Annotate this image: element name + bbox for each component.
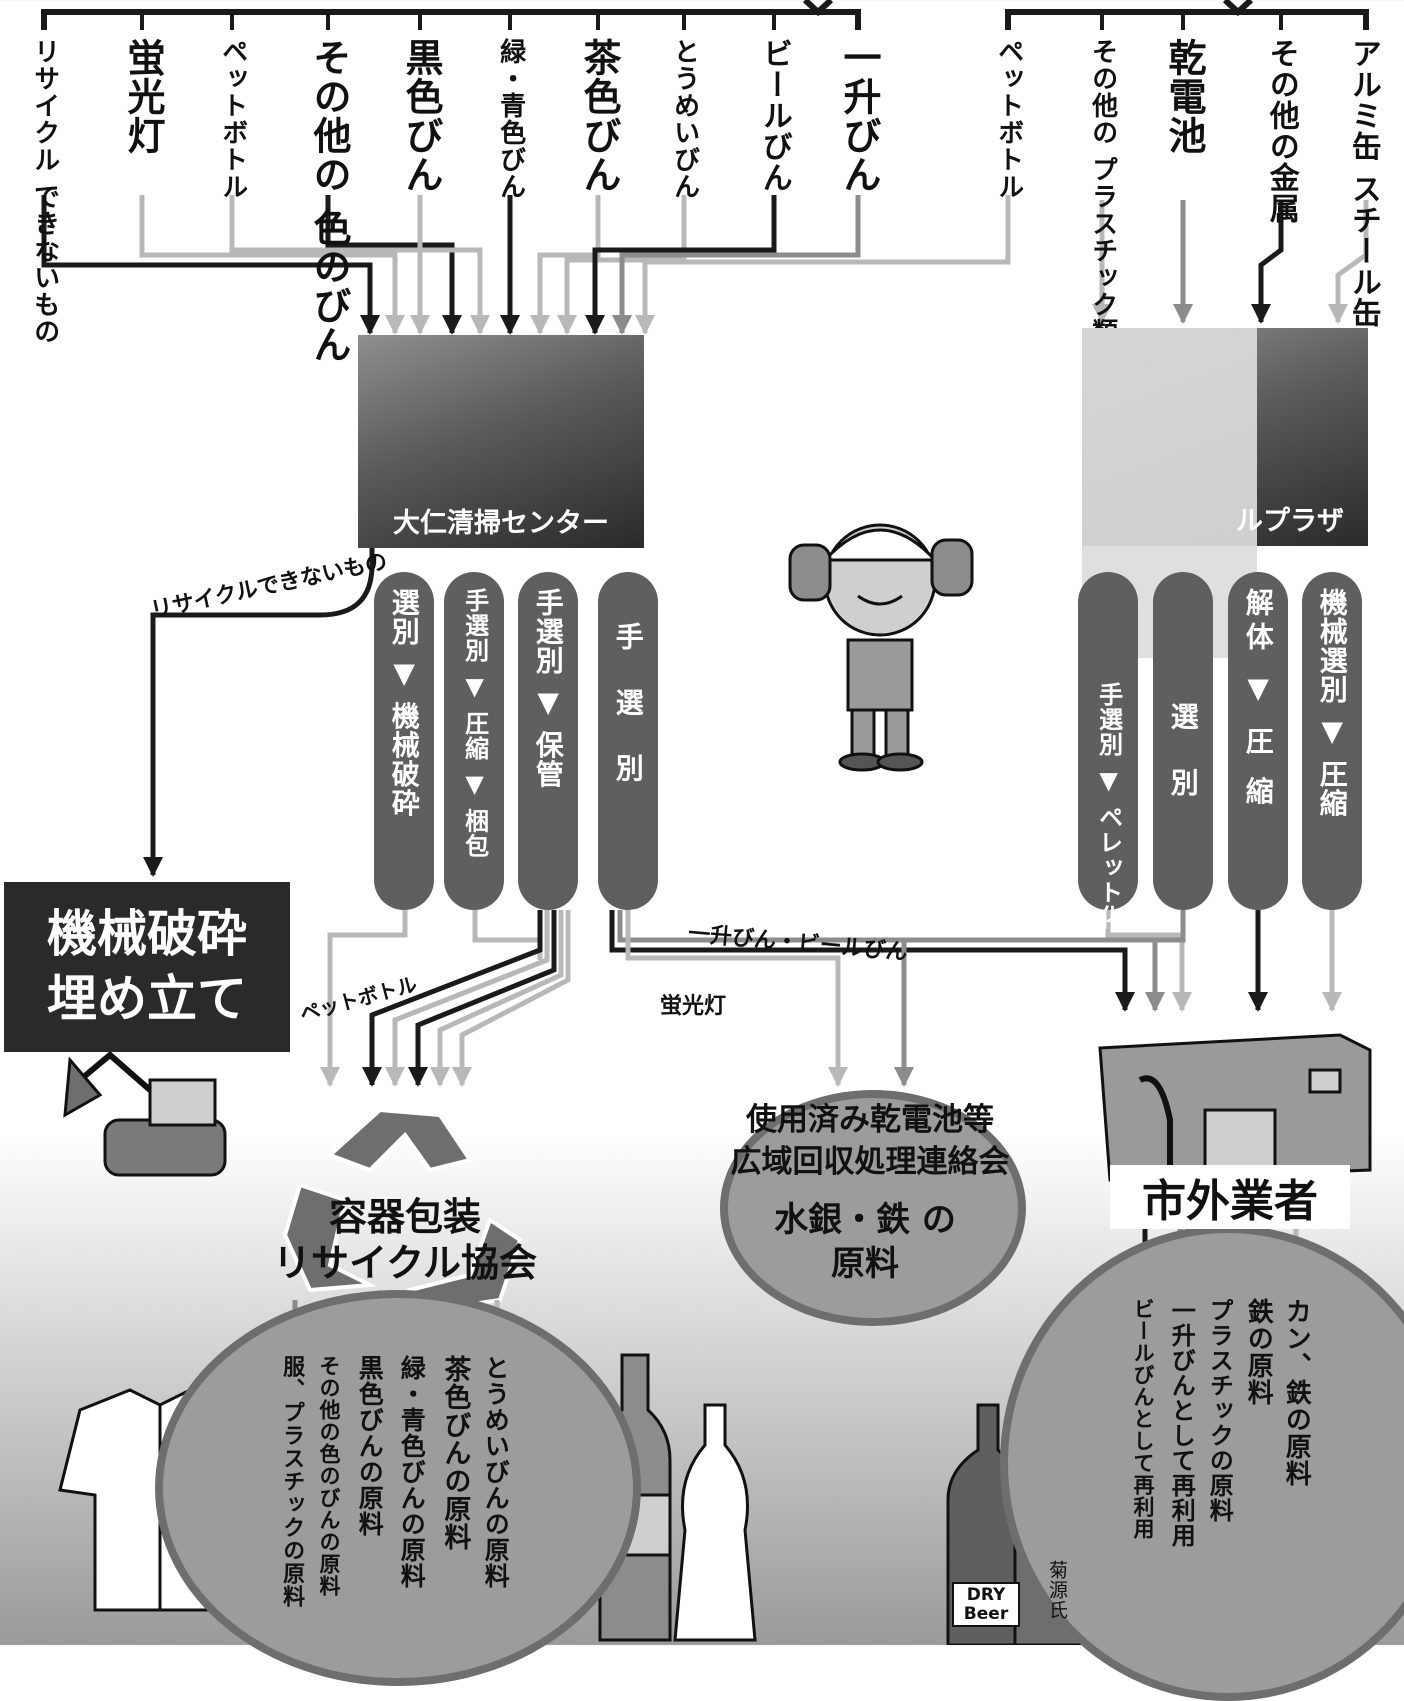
item-label-pet-bottle: ペットボトル (217, 38, 248, 200)
container-org-line2: リサイクル協会 (272, 1240, 538, 1285)
vendor-output-sake-reuse: 一升びんとして再利用 (1167, 1298, 1196, 1548)
container-output-other-color: その他の色のびんの原料 (317, 1355, 342, 1597)
battery-org-name: 使用済み乾電池等 広域回収処理連絡会 (705, 1100, 1035, 1184)
item-label-pet-bottle-right: ペットボトル (993, 38, 1024, 200)
facility-photo-right: ルプラザ (1082, 328, 1368, 658)
item-label-black-bottle: 黒色びん (398, 38, 443, 194)
container-output-black: 黒色びんの原料 (355, 1355, 385, 1537)
container-org-line1: 容器包装 (328, 1195, 481, 1239)
vendor-output-beer-reuse: ビールびんとして再利用 (1131, 1298, 1156, 1540)
beer-bottle-label: DRY Beer (952, 1582, 1020, 1628)
landfill-line1: 機械破砕 (47, 905, 247, 963)
vendor-output-can-iron: カン、鉄の原料 (1281, 1298, 1312, 1487)
item-label-clear-bottle: とうめいびん (669, 38, 700, 200)
container-output-green-blue: 緑・青色びんの原料 (397, 1355, 427, 1589)
container-output-brown: 茶色びんの原料 (439, 1355, 471, 1551)
item-label-dry-battery: 乾電池 (1161, 38, 1206, 155)
right-collection-flows (1092, 200, 1369, 324)
vendor-name: 市外業者 (1110, 1165, 1350, 1229)
landfill-line2: 埋め立て (47, 970, 247, 1028)
battery-org-line1: 使用済み乾電池等 (746, 1102, 994, 1138)
landfill-box: 機械破砕 埋め立て (4, 882, 290, 1052)
route-label-fluorescent: 蛍光灯 (660, 994, 727, 1019)
facility-caption-left: 大仁清掃センター (393, 508, 609, 539)
process-pill-right-1: 手選別 ▼ ペレット化 (1078, 572, 1138, 930)
item-label-cans: アルミ缶 スチール缶 (1345, 38, 1381, 329)
process-pill-left-2: 手選別 ▼ 圧縮 ▼ 梱包 (444, 572, 504, 910)
process-pill-right-3: 解体 ▼ 圧 縮 (1228, 572, 1288, 910)
item-label-other-plastics: その他の プラスチック類 (1087, 38, 1118, 346)
item-label-fluorescent: 蛍光灯 (120, 38, 165, 155)
process-pill-right-2: 選 別 (1153, 572, 1213, 910)
right-output-flows (894, 910, 1342, 1087)
item-label-non-recyclable: リサイクル できないもの (29, 38, 60, 346)
factory-illustration (1098, 1033, 1372, 1182)
item-label-beer-bottle: ビールびん (756, 38, 792, 193)
battery-blob (720, 1090, 1026, 1326)
process-pill-left-1: 選別 ▼ 機械破砕 (374, 572, 434, 910)
facility-photo-left: 大仁清掃センター (358, 335, 644, 548)
vendor-output-plastic: プラスチックの原料 (1205, 1298, 1234, 1523)
right-bracket (1005, 0, 1369, 30)
item-label-other-metals: その他の金属 (1263, 38, 1299, 224)
item-label-green-blue-bottle: 緑・青色びん (495, 38, 526, 200)
process-pill-left-3: 手選別 ▼ 保管 (518, 572, 578, 910)
mascot-illustration (788, 523, 974, 772)
item-label-sake-bottle: 一升びん (836, 38, 881, 194)
sake-bottle-label: 菊源氏 (1045, 1560, 1068, 1620)
vendor-output-iron: 鉄の原料 (1243, 1298, 1274, 1406)
left-bracket (41, 0, 861, 30)
left-output-flows (320, 910, 1165, 1087)
landfill-route (143, 548, 375, 877)
battery-output: 水銀・鉄 の原料 (774, 1200, 956, 1285)
process-pill-right-4: 機械選別 ▼ 圧縮 (1302, 572, 1362, 910)
item-label-other-color-bottle: その他の 色のびん (306, 38, 351, 365)
vendor-blob (1000, 1225, 1404, 1701)
battery-org-line2: 広域回収処理連絡会 (730, 1143, 1010, 1180)
excavator-illustration (63, 1051, 227, 1177)
item-label-brown-bottle: 茶色びん (576, 38, 621, 194)
facility-caption-right: ルプラザ (1236, 506, 1344, 537)
process-pill-left-4: 手 選 別 (598, 572, 658, 910)
container-output-clear: とうめいびんの原料 (481, 1355, 511, 1589)
left-collection-flows (41, 195, 1011, 335)
container-org-name: 容器包装 リサイクル協会 (255, 1195, 555, 1286)
container-output-clothes-plastic: 服、プラスチックの原料 (279, 1355, 305, 1608)
recycle-icon (282, 1107, 523, 1313)
